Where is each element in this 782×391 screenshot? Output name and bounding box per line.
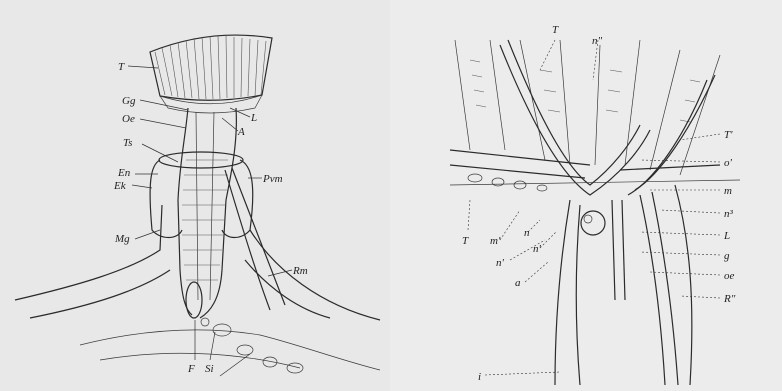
label-T1: T'	[724, 129, 733, 141]
label-Mg: Mg	[114, 233, 130, 245]
label-n1-low: n'	[496, 257, 505, 269]
label-Oe: Oe	[122, 113, 135, 125]
label-R2: R"	[723, 293, 736, 305]
label-o1: o'	[724, 157, 733, 169]
label-Ek: Ek	[113, 180, 127, 192]
label-Si: Si	[205, 363, 214, 375]
label-m1: m'	[490, 235, 501, 247]
label-n2-top: n"	[592, 35, 603, 47]
label-Rm: Rm	[292, 265, 308, 277]
label-n: n	[524, 227, 530, 239]
label-i: i	[478, 371, 481, 383]
label-a: a	[515, 277, 521, 289]
label-F: F	[187, 363, 195, 375]
label-T: T	[118, 61, 125, 73]
label-m: m	[724, 185, 732, 197]
label-Pvm: Pvm	[262, 173, 283, 185]
label-g: g	[724, 250, 730, 262]
label-oe: oe	[724, 270, 735, 282]
left-figure: T Gg Oe L A Ts En Ek Pvm Mg Rm F Si	[0, 0, 390, 391]
label-A: A	[237, 126, 245, 138]
label-Ts: Ts	[123, 137, 132, 149]
label-Gg: Gg	[122, 95, 136, 107]
label-n3: n³	[724, 208, 734, 220]
label-T-left: T	[462, 235, 469, 247]
right-figure: T n" T' o' m n³ L g oe R" T m' n n' n' a…	[400, 0, 782, 391]
label-L: L	[250, 112, 257, 124]
label-n1-mid: n'	[533, 243, 542, 255]
label-L: L	[723, 230, 730, 242]
label-T-top: T	[552, 24, 559, 36]
label-En: En	[117, 167, 131, 179]
